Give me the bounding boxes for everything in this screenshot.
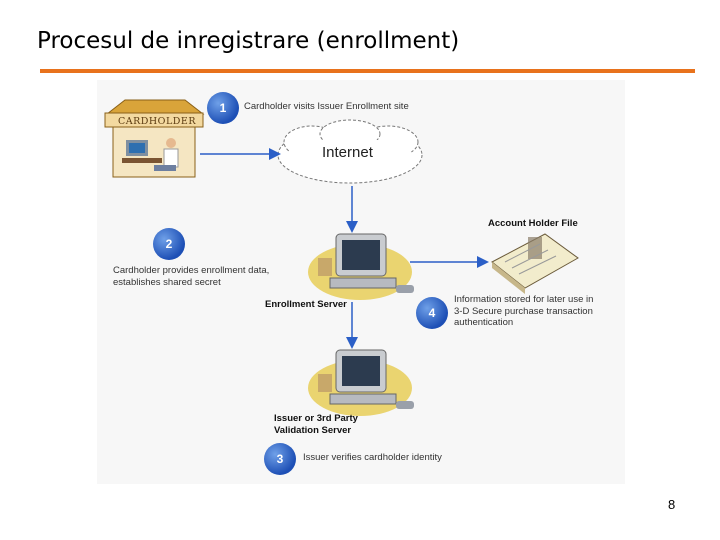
step-3-text: Issuer verifies cardholder identity [303,452,442,464]
step-4-text-line: authentication [454,317,593,329]
cardholder-label: CARDHOLDER [118,116,196,128]
step-2-badge: 2 [153,228,185,260]
cardholder-house-icon [105,100,203,177]
page-number: 8 [668,497,675,512]
validation-server-label-line: Issuer or 3rd Party [274,413,358,425]
step-1-text: Cardholder visits Issuer Enrollment site [244,101,409,113]
validation-server-label-line: Validation Server [274,425,358,437]
internet-label: Internet [322,144,373,162]
account-holder-file-icon [492,234,578,294]
validation-server-icon [308,350,414,416]
account-holder-file-label: Account Holder File [488,218,578,230]
step-4-badge: 4 [416,297,448,329]
step-1-badge: 1 [207,92,239,124]
step-4-text-line: 3-D Secure purchase transaction [454,306,593,318]
enrollment-server-icon [308,234,414,300]
validation-server-label: Issuer or 3rd Party Validation Server [274,413,358,436]
step-4-text: Information stored for later use in 3-D … [454,294,593,329]
step-2-text-line: establishes shared secret [113,277,269,289]
step-2-text: Cardholder provides enrollment data, est… [113,265,269,288]
step-4-text-line: Information stored for later use in [454,294,593,306]
step-2-text-line: Cardholder provides enrollment data, [113,265,269,277]
enrollment-server-label: Enrollment Server [265,299,347,311]
step-3-badge: 3 [264,443,296,475]
